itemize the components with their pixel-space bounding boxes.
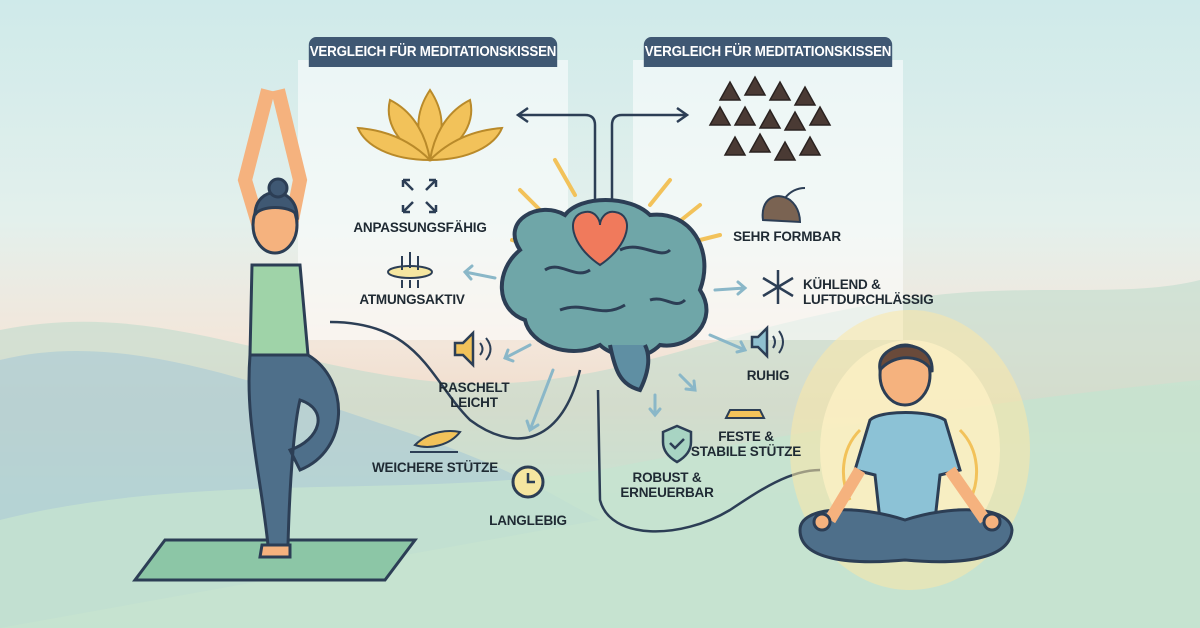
feature-arrows	[462, 264, 748, 433]
label-line: ROBUST &	[632, 470, 702, 485]
label-robust: ROBUST & ERNEUERBAR	[620, 470, 713, 500]
label-rustles-lightly: RASCHELT LEICHT	[439, 380, 510, 410]
buckwheat-icon	[708, 75, 832, 161]
firm-block-icon	[724, 409, 766, 419]
expand-arrows-icon	[401, 178, 438, 214]
speaker-icon-left	[453, 329, 492, 369]
label-cooling: KÜHLEND & LUFTDURCHLÄSSIG	[803, 277, 934, 307]
label-softer-support: WEICHERE STÜTZE	[371, 460, 499, 475]
speaker-icon-right	[750, 324, 784, 360]
label-line: FESTE &	[718, 429, 774, 444]
label-breathable: ATMUNGSAKTIV	[359, 292, 465, 307]
label-line: ERNEUERBAR	[620, 485, 714, 500]
label-firm-support: FESTE & STABILE STÜTZE	[691, 429, 801, 459]
label-line: STABILE STÜTZE	[690, 444, 802, 459]
label-durable: LANGLEBIG	[489, 513, 567, 528]
label-line: LUFTDURCHLÄSSIG	[803, 292, 934, 307]
heart-icon	[572, 210, 628, 267]
label-moldable: SEHR FORMBAR	[733, 229, 841, 244]
panel-header-right: VERGLEICH FÜR MEDITATIONSKISSEN	[643, 37, 893, 67]
label-line: LEICHT	[450, 395, 498, 410]
flow-lines	[329, 106, 821, 533]
label-line: KÜHLEND &	[803, 277, 881, 292]
yoga-mat	[132, 538, 418, 582]
standing-woman	[237, 88, 340, 559]
meditating-man	[790, 310, 1030, 590]
clock-icon	[511, 465, 545, 499]
label-line: RASCHELT	[438, 380, 510, 395]
moldable-shape-icon	[761, 187, 806, 224]
shield-check-icon	[661, 424, 693, 464]
brain-icon	[499, 198, 709, 393]
label-quiet: RUHIG	[746, 368, 790, 383]
lotus-icon	[356, 88, 504, 162]
snowflake-icon	[762, 270, 794, 304]
breathable-layer-icon	[387, 252, 433, 288]
leaf-icon	[410, 430, 462, 453]
panel-header-left: VERGLEICH FÜR MEDITATIONSKISSEN	[308, 37, 558, 67]
label-adaptable: ANPASSUNGSFÄHIG	[353, 220, 487, 235]
